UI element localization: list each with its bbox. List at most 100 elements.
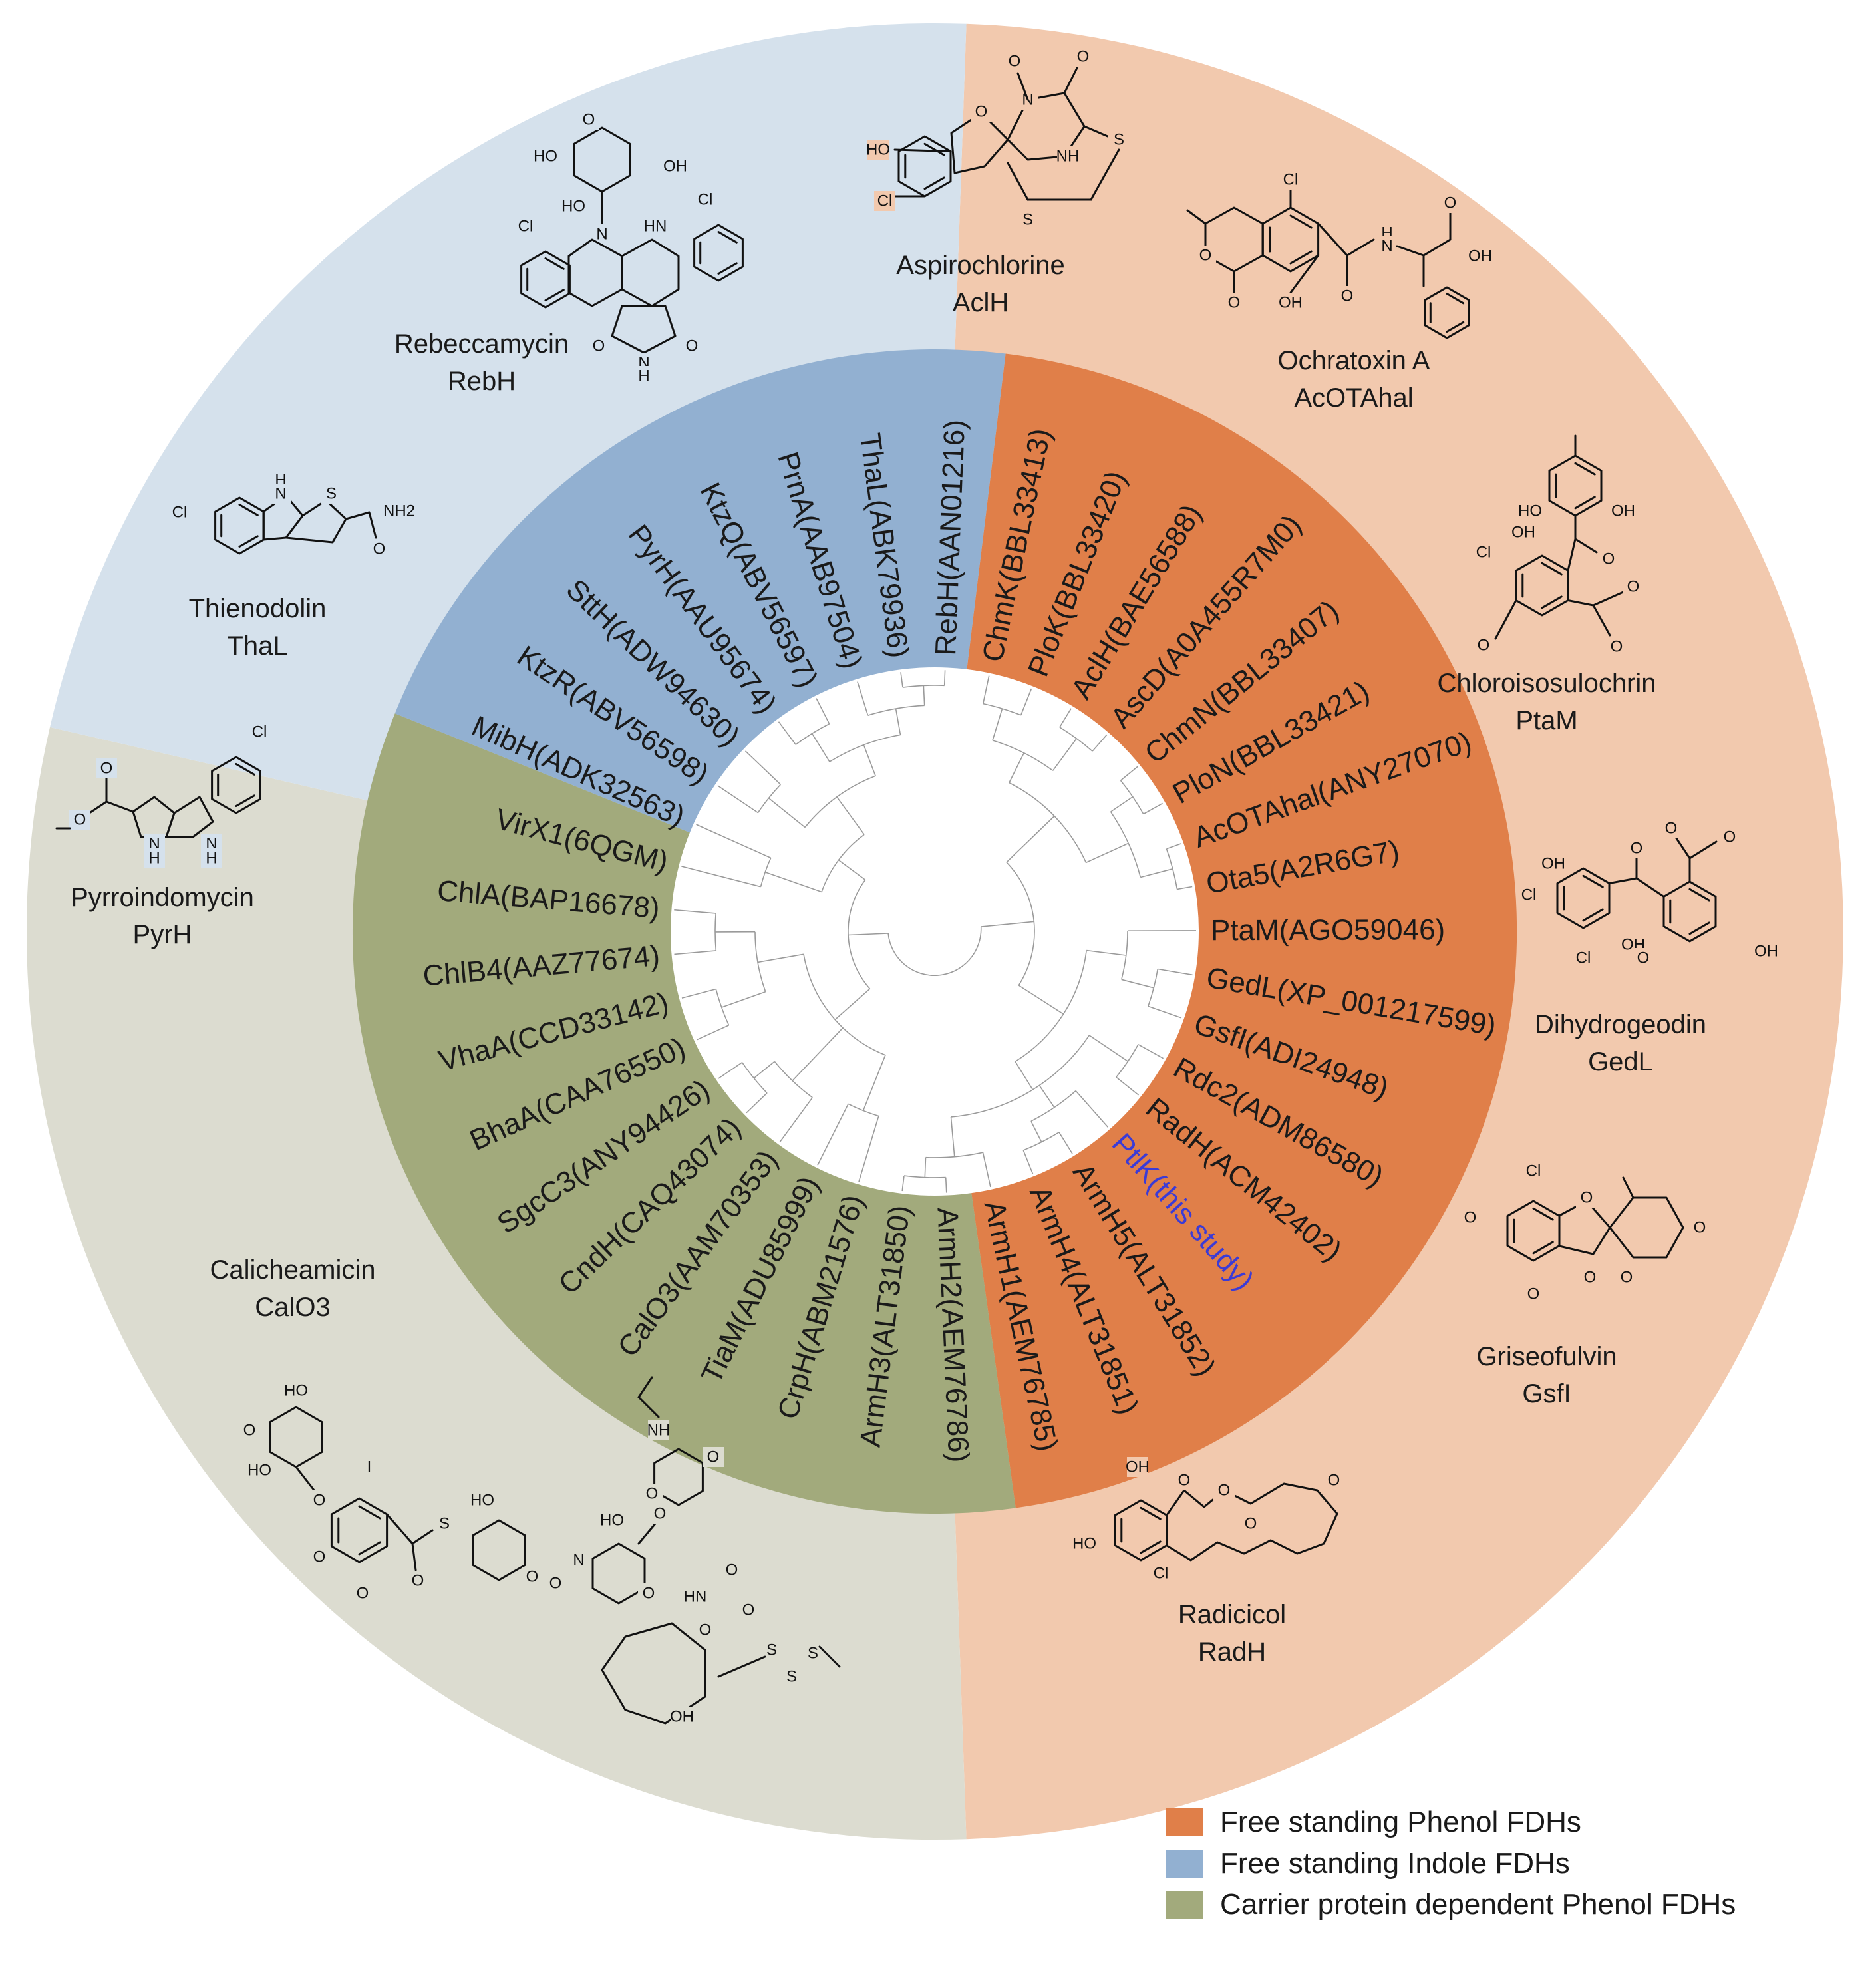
atom-mask [1518, 885, 1539, 905]
atom-label: O [1621, 1269, 1633, 1287]
atom-mask [1626, 838, 1647, 858]
atom-label: O [1665, 820, 1678, 838]
tree-branch [1092, 734, 1108, 752]
atom-mask [671, 1707, 693, 1727]
atom-mask [649, 1504, 671, 1524]
tree-branch [992, 708, 1003, 741]
tree-branch [1059, 708, 1072, 728]
atom-mask [1336, 286, 1358, 306]
atom-mask [867, 140, 889, 160]
atom-label: O [1627, 578, 1640, 596]
atom-mask [1280, 170, 1301, 190]
legend: Free standing Phenol FDHs Free standing … [1166, 1802, 1736, 1925]
legend-swatch-indole [1166, 1850, 1203, 1878]
atom-label: O [1328, 1472, 1340, 1490]
atom-mask [389, 501, 410, 521]
atom-label: NH [1056, 148, 1080, 166]
tree-branch [1030, 1120, 1042, 1142]
tree-branch [1052, 738, 1077, 771]
double-bond [717, 262, 738, 275]
atom-mask [201, 848, 222, 868]
atom-label: S [766, 1641, 777, 1659]
double-bond [1541, 562, 1563, 576]
dendrogram [674, 670, 1197, 1193]
tree-branch [848, 933, 889, 936]
bond [411, 1542, 417, 1571]
bond [1494, 599, 1517, 640]
atom-mask [738, 1600, 759, 1620]
tree-branch [1116, 1076, 1139, 1096]
atom-mask [1598, 549, 1619, 569]
compound-name: Thienodolin [189, 594, 327, 623]
atom-label: HO [534, 148, 557, 166]
atom-label: S [439, 1515, 450, 1533]
bond [637, 1376, 653, 1398]
tree-branch [696, 824, 772, 859]
atom-mask [1576, 1188, 1597, 1208]
double-bond [1688, 888, 1710, 902]
tree-branch [753, 1061, 775, 1079]
atom-mask [434, 1514, 455, 1534]
double-bond [235, 794, 255, 807]
atom-label: O [699, 1621, 712, 1639]
atom-mask [1440, 193, 1461, 213]
atom-mask [522, 1567, 543, 1587]
atom-mask [648, 1420, 669, 1440]
tree-arc [983, 703, 1021, 716]
atom-mask [1623, 577, 1644, 597]
atom-label: O [1464, 1209, 1477, 1227]
atom-mask [96, 758, 117, 778]
atom-mask [563, 196, 584, 216]
benzene-ring [693, 224, 744, 282]
tree-branch [681, 988, 716, 999]
atom-mask [144, 848, 165, 868]
atom-label: N [275, 485, 286, 503]
bond [105, 800, 134, 813]
tree-branch [950, 1116, 955, 1157]
atom-label: OH [670, 1708, 694, 1726]
atom-label: O [1637, 949, 1650, 967]
atom-label: O [1444, 194, 1457, 212]
tree-branch [674, 909, 716, 914]
tree-arc [951, 1035, 1090, 1118]
bond [1592, 591, 1625, 607]
atom-mask [1376, 236, 1398, 256]
bond [1622, 1176, 1635, 1199]
atom-label: O [1245, 1515, 1257, 1533]
atom-mask [1473, 542, 1494, 562]
atom-mask [169, 502, 190, 522]
atom-label: N [148, 835, 160, 853]
tree-branch [721, 991, 766, 1008]
tree-arc [1059, 727, 1093, 752]
tree-branch [1120, 766, 1138, 781]
bond [368, 511, 377, 539]
compound-name: Aspirochlorine [896, 251, 1064, 280]
tree-branch [1075, 1090, 1109, 1128]
atom-label: O [1228, 294, 1241, 312]
carbazole-ring [621, 238, 680, 307]
atom-mask [1689, 1218, 1710, 1237]
atom-label: HO [1072, 1535, 1096, 1553]
atom-label: Cl [1576, 949, 1591, 967]
atom-mask [681, 336, 703, 356]
enzyme-name: GsfI [1522, 1379, 1571, 1408]
atom-label: O [1603, 550, 1615, 568]
tree-branch [1121, 979, 1154, 989]
atom-label: I [367, 1458, 372, 1476]
atom-label: HO [561, 198, 585, 216]
atom-label: HO [284, 1382, 308, 1400]
legend-item-carrier: Carrier protein dependent Phenol FDHs [1166, 1884, 1736, 1925]
atom-label: HO [866, 141, 890, 159]
tree-branch [1140, 868, 1173, 878]
atom-mask [535, 146, 556, 166]
macrolide-ring [1166, 1482, 1338, 1562]
bond [1396, 245, 1425, 257]
bond [1675, 837, 1691, 860]
tree-branch [681, 866, 761, 888]
atom-mask [352, 1583, 373, 1603]
